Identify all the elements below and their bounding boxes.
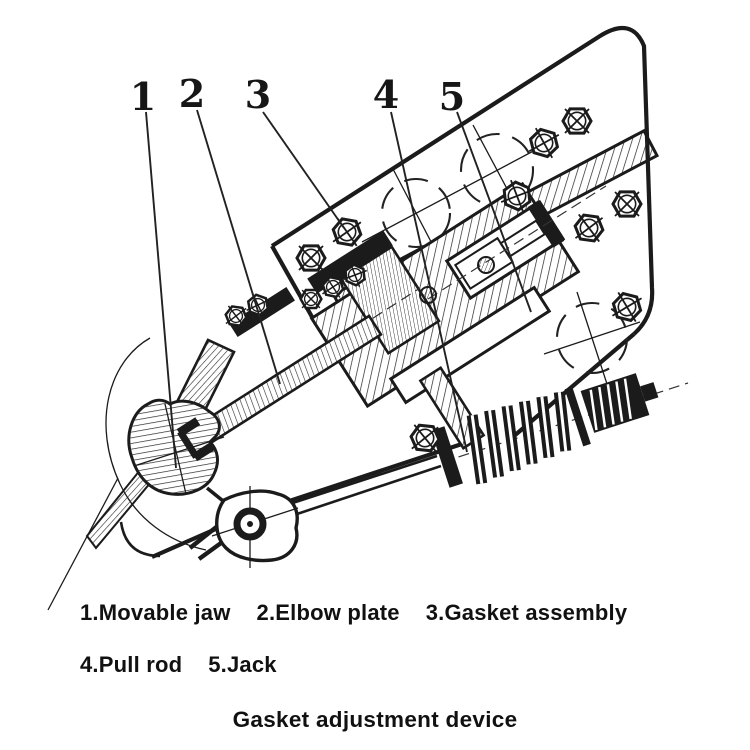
tension-spring (466, 386, 591, 485)
caption-item-pull-rod: 4.Pull rod (80, 652, 183, 677)
caption-item-gasket-assembly: 3.Gasket assembly (425, 600, 628, 625)
callout-2: 2 (179, 71, 281, 385)
callout-number-5: 5 (439, 74, 465, 119)
callout-5: 5 (439, 74, 532, 313)
callout-1: 1 (130, 74, 177, 469)
callout-number-4: 4 (373, 72, 399, 117)
threaded-end (580, 373, 659, 433)
gasket-stack (339, 244, 441, 356)
callout-number-2: 2 (179, 71, 205, 116)
toggle-pivot (188, 486, 299, 568)
caption-item-jack: 5.Jack (208, 652, 277, 677)
mounting-bolts (224, 107, 643, 453)
caption-item-movable-jaw: 1.Movable jaw (80, 600, 231, 625)
callout-4: 4 (373, 72, 468, 453)
callout-3: 3 (245, 72, 345, 229)
jaw-rod-clamp (176, 417, 216, 462)
pin-right (477, 256, 495, 274)
callout-number-1: 1 (130, 74, 156, 119)
movable-jaw (47, 337, 236, 611)
callout-number-3: 3 (245, 72, 271, 117)
jack-centerline (427, 185, 607, 300)
caption-row-2: 4.Pull rod 5.Jack (80, 652, 277, 678)
caption-item-elbow-plate: 2.Elbow plate (256, 600, 400, 625)
figure-title: Gasket adjustment device (232, 707, 518, 732)
caption-row-1: 1.Movable jaw 2.Elbow plate 3.Gasket ass… (80, 600, 627, 626)
